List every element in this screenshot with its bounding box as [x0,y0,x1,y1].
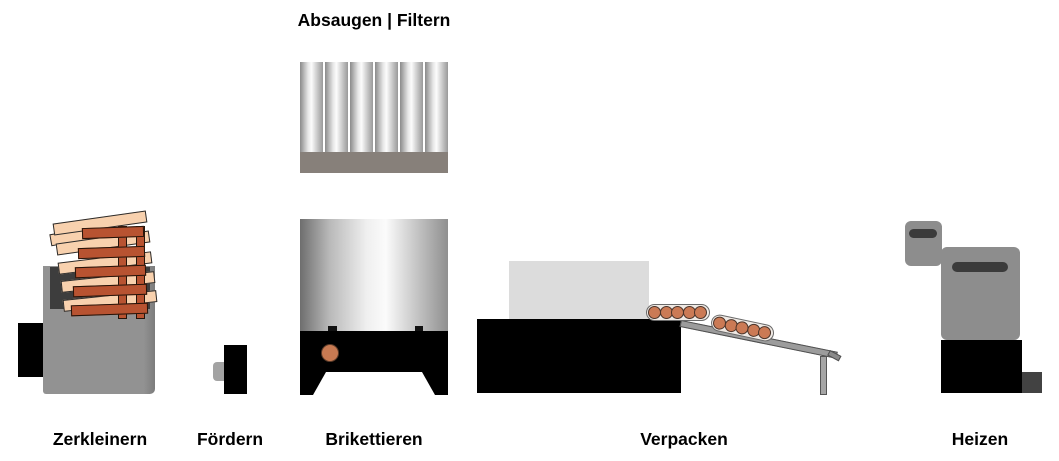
press-leg-left [300,372,326,395]
stove-body [941,247,1020,340]
stove-flue-box [905,221,942,266]
stove-vent-slot [952,262,1008,272]
filter-tube [375,62,398,152]
conveyor-box [224,345,247,394]
stove-side-box [1022,372,1042,393]
briquette [694,306,707,319]
filter-unit-base [300,152,448,173]
stove-flue-slot [909,229,937,238]
shredder-outfeed-box [18,323,43,377]
absaugen-filtern-title: Absaugen | Filtern [297,10,451,30]
packaging-top-box [509,261,649,319]
wood-plank-red [81,225,145,240]
briquette-pack [646,304,710,321]
filter-tube [300,62,323,152]
label-foerdern: Fördern [196,429,264,449]
briquette [756,324,773,341]
wood-plank-stack [45,210,160,319]
filter-tube [350,62,373,152]
label-heizen: Heizen [951,429,1009,449]
filter-tube [325,62,348,152]
filter-tube [425,62,448,152]
press-mount-tab [328,326,337,332]
press-silo [300,219,448,331]
press-outlet-port [321,344,339,362]
filter-unit-tubes [300,62,448,152]
label-verpacken: Verpacken [640,429,728,449]
label-zerkleinern: Zerkleinern [52,429,148,449]
briquette-ramp-post [820,356,827,395]
press-mount-tab [415,326,423,332]
label-brikettieren: Brikettieren [325,429,423,449]
press-leg-right [422,372,448,395]
stove-base [941,340,1022,393]
briquette-ramp-tip [827,350,842,362]
filter-tube [400,62,423,152]
wood-plank-red [77,245,146,260]
packaging-body [477,319,681,393]
